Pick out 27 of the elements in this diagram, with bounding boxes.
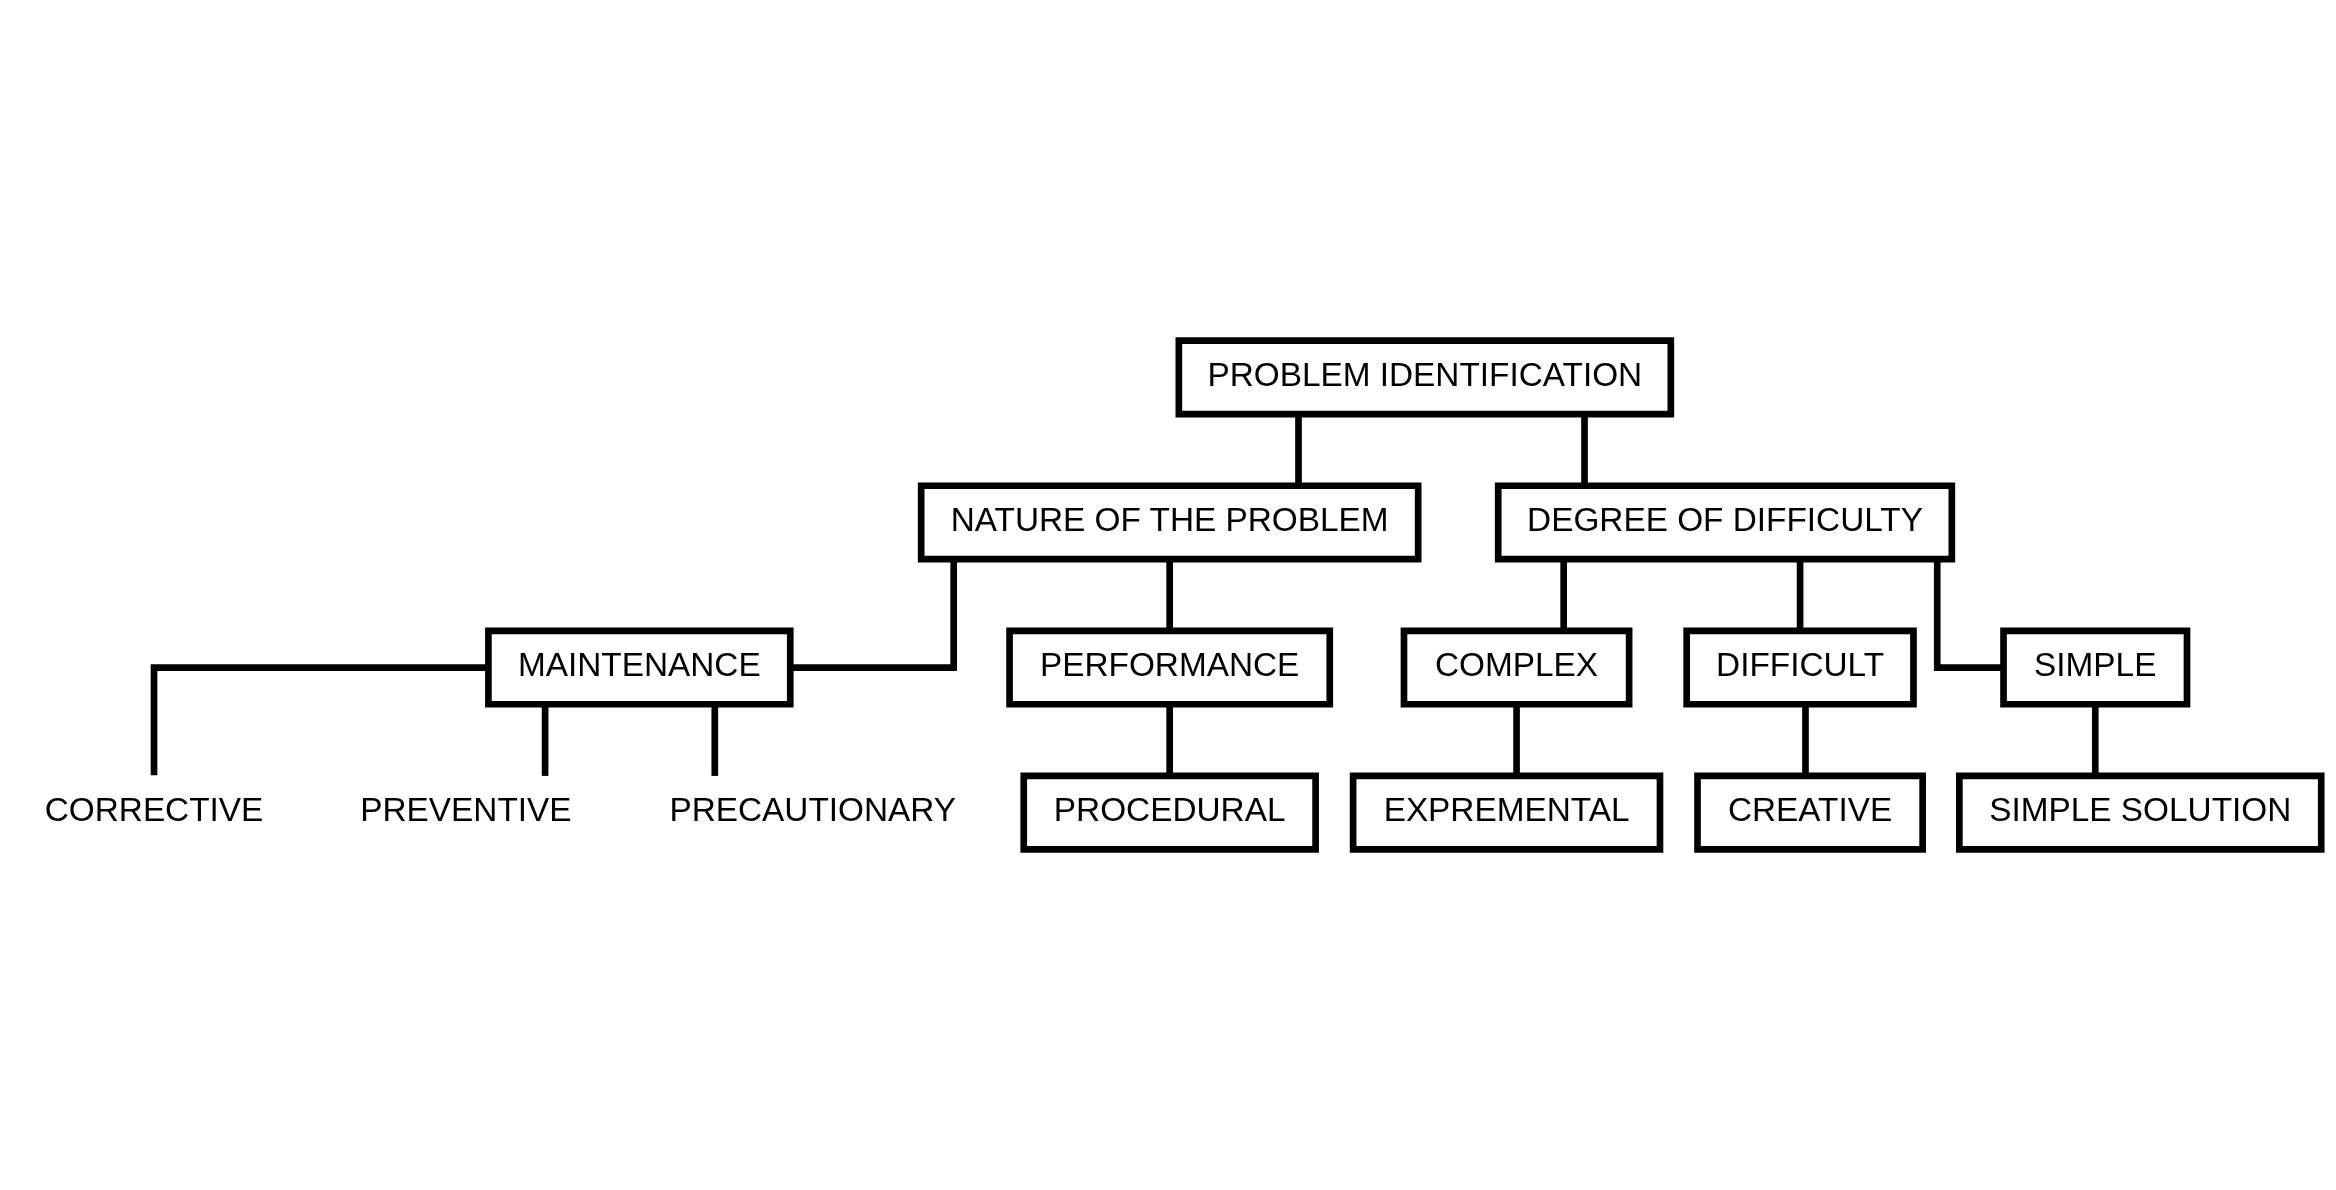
node-box: DEGREE OF DIFFICULTY [1494,482,1956,563]
connector [1933,559,2004,671]
node-box: CREATIVE [1694,772,1926,853]
node-box: PERFORMANCE [1006,627,1334,708]
connector [2091,704,2099,776]
node-box: SIMPLE SOLUTION [1956,772,2325,853]
node-box: DIFFICULT [1683,627,1917,708]
node-box: COMPLEX [1400,627,1633,708]
connector [1166,704,1173,776]
connector [1166,559,1173,631]
connector [1796,559,1804,631]
connector [1560,559,1567,631]
connector [150,664,488,776]
node-text: PREVENTIVE [360,790,572,828]
node-text: CORRECTIVE [44,790,264,828]
node-box: NATURE OF THE PROBLEM [917,482,1422,563]
connector [1513,704,1520,776]
connector [1581,414,1588,486]
connector [1295,414,1302,486]
node-box: PROBLEM IDENTIFICATION [1175,337,1675,418]
node-box: PROCEDURAL [1020,772,1319,853]
node-box: SIMPLE [2000,627,2191,708]
node-box: MAINTENANCE [485,627,794,708]
node-box: EXPREMENTAL [1349,772,1664,853]
node-text: PRECAUTIONARY [669,790,957,828]
connector [790,559,958,671]
connector [1802,704,1809,776]
